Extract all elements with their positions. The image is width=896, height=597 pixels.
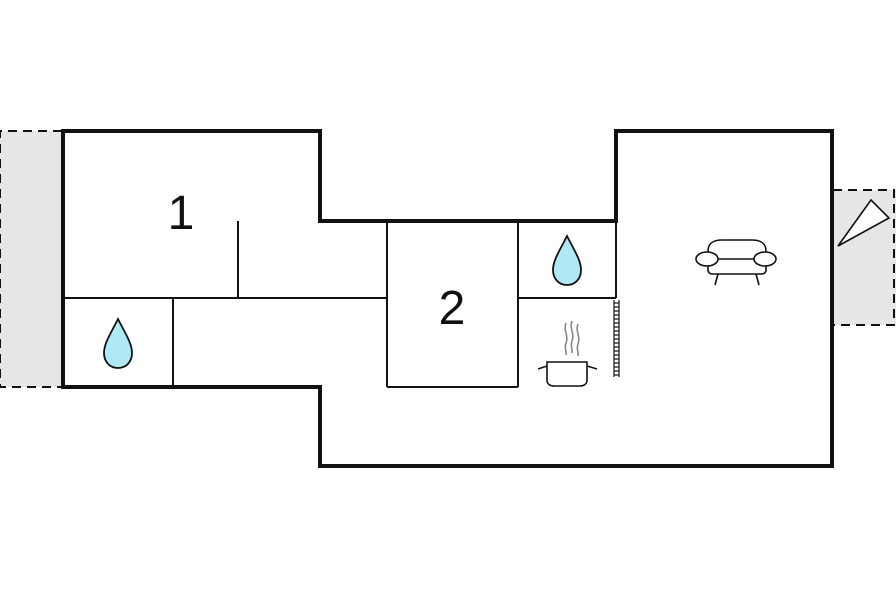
interior-walls [63, 221, 617, 388]
room-2-label: 2 [439, 282, 466, 335]
water-drop-icon [552, 233, 582, 286]
water-drop-icon [103, 316, 133, 369]
terrace-arrow-icon [837, 198, 891, 247]
room-1-label: 1 [168, 187, 195, 240]
radiator [613, 300, 620, 377]
outer-wall [61, 129, 834, 468]
armchair-icon [695, 239, 777, 286]
terrace-left [0, 130, 62, 388]
cooking-pot-icon [537, 320, 598, 387]
